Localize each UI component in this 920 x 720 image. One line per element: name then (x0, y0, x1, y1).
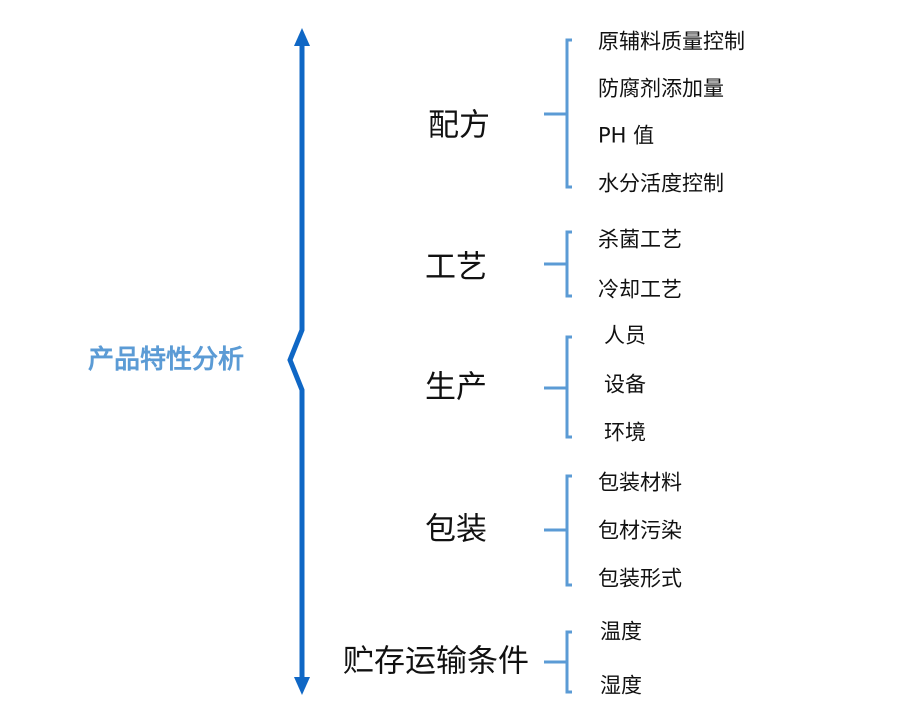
group-item: 设备 (604, 372, 646, 397)
group-item: 人员 (604, 323, 646, 348)
arrow-up-icon (294, 28, 310, 46)
group-item: 包装材料 (598, 470, 682, 495)
root-label: 产品特性分析 (88, 345, 245, 375)
bracket (544, 38, 572, 189)
group-label: 生产 (425, 369, 487, 406)
group-item: 环境 (604, 420, 646, 445)
group-label: 工艺 (425, 249, 487, 286)
spine-brace (287, 44, 305, 680)
group-item: 水分活度控制 (598, 171, 724, 196)
arrow-down-icon (294, 677, 310, 695)
group-label: 配方 (428, 107, 490, 144)
bracket (544, 630, 572, 694)
group-item: 杀菌工艺 (598, 227, 682, 252)
group-item: 冷却工艺 (598, 277, 682, 302)
group-item: 包材污染 (598, 518, 682, 543)
group-item: 温度 (600, 619, 642, 644)
bracket (544, 474, 572, 587)
group-label: 贮存运输条件 (343, 643, 529, 680)
bracket (544, 230, 572, 298)
group-item: 原辅料质量控制 (598, 29, 745, 54)
group-item: 湿度 (600, 673, 642, 698)
group-item: 包装形式 (598, 566, 682, 591)
group-label: 包装 (425, 511, 487, 548)
group-item: PH 值 (598, 123, 655, 148)
group-item: 防腐剂添加量 (598, 76, 724, 101)
bracket (544, 335, 572, 439)
